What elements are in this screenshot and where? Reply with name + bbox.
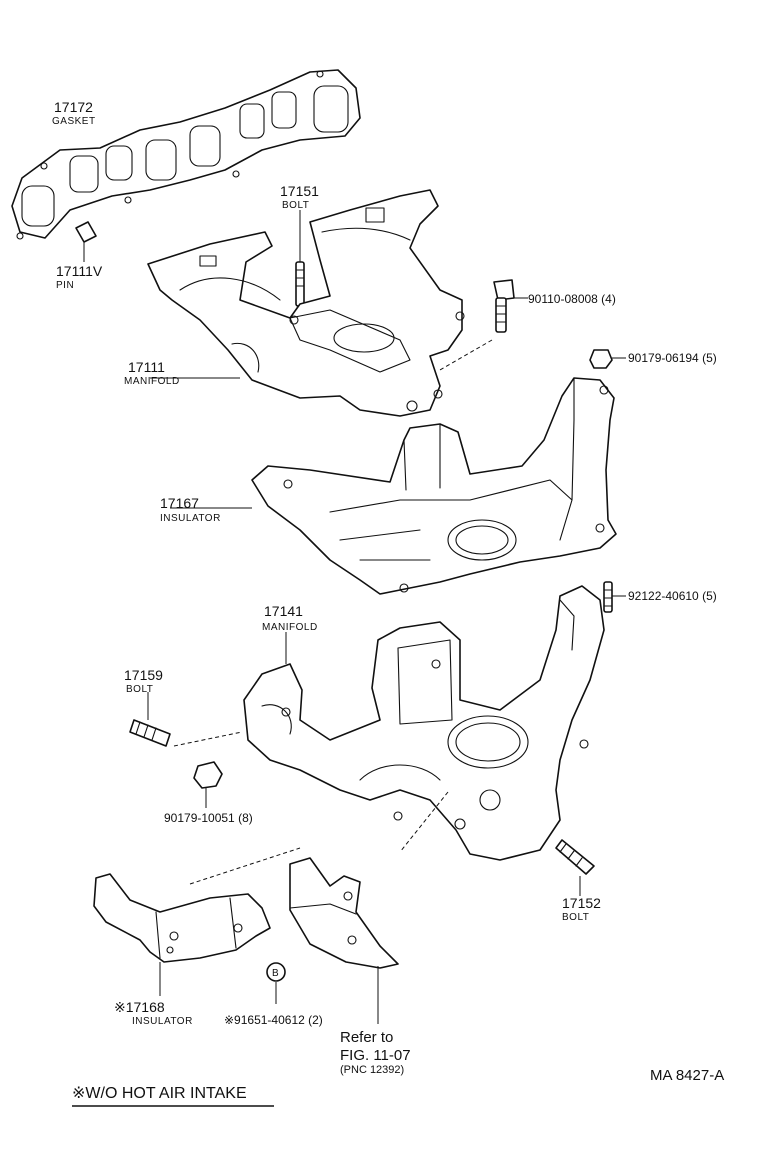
label-nut-90179-10051: 90179-10051 (8)	[164, 811, 253, 825]
label-manifold-17111-number: 17111	[128, 359, 165, 375]
bolt-17159	[129, 692, 243, 747]
insulator-17168	[93, 847, 301, 996]
label-refer-to: Refer to	[340, 1029, 393, 1046]
bolt-91651-40612	[266, 962, 286, 1004]
heat-shield-fig-11-07	[289, 857, 399, 1024]
label-nut-90179-06194: 90179-06194 (5)	[628, 351, 717, 365]
bolt-17152	[399, 791, 595, 896]
label-gasket-name: GASKET	[52, 116, 96, 127]
manifold-17111	[147, 189, 465, 417]
footnote: ※W/O HOT AIR INTAKE	[72, 1085, 247, 1102]
label-bolt-17151-number: 17151	[280, 183, 319, 199]
label-refer-pnc: (PNC 12392)	[340, 1064, 404, 1076]
bolt-17151	[295, 210, 305, 307]
label-stud-92122-40610: 92122-40610 (5)	[628, 589, 717, 603]
label-bolt-90110-08008: 90110-08008 (4)	[528, 292, 616, 306]
label-insulator-17167-number: 17167	[160, 495, 199, 511]
label-manifold-17141-name: MANIFOLD	[262, 622, 318, 633]
gasket-17172	[11, 69, 361, 240]
label-bolt-17152-name: BOLT	[562, 912, 589, 923]
label-insulator-17167-name: INSULATOR	[160, 513, 221, 524]
manifold-17141	[243, 585, 605, 861]
label-pin-number: 17111V	[56, 263, 103, 279]
label-gasket-number: 17172	[54, 99, 93, 115]
label-bolt-17159-name: BOLT	[126, 684, 153, 695]
label-pin-name: PIN	[56, 280, 74, 291]
bolt-90110-08008	[439, 279, 528, 371]
nut-90179-10051	[193, 761, 223, 808]
label-bolt-17152-number: 17152	[562, 895, 601, 911]
pin-17111v	[75, 221, 97, 262]
label-insulator-17168-number: ※17168	[114, 999, 165, 1015]
label-manifold-17111-name: MANIFOLD	[124, 376, 180, 387]
diagram-id: MA 8427-A	[650, 1067, 724, 1084]
nut-90179-06194	[589, 349, 626, 369]
label-insulator-17168-name: INSULATOR	[132, 1016, 193, 1027]
stud-92122-40610	[603, 581, 626, 613]
label-refer-figure: FIG. 11-07	[340, 1047, 411, 1064]
label-bolt-17151-name: BOLT	[282, 200, 309, 211]
label-bolt-17159-number: 17159	[124, 667, 163, 683]
insulator-17167	[170, 377, 617, 595]
label-manifold-17141-number: 17141	[264, 603, 303, 619]
label-b-marker: B	[272, 968, 279, 979]
label-bolt-91651-40612: ※91651-40612 (2)	[224, 1013, 323, 1027]
